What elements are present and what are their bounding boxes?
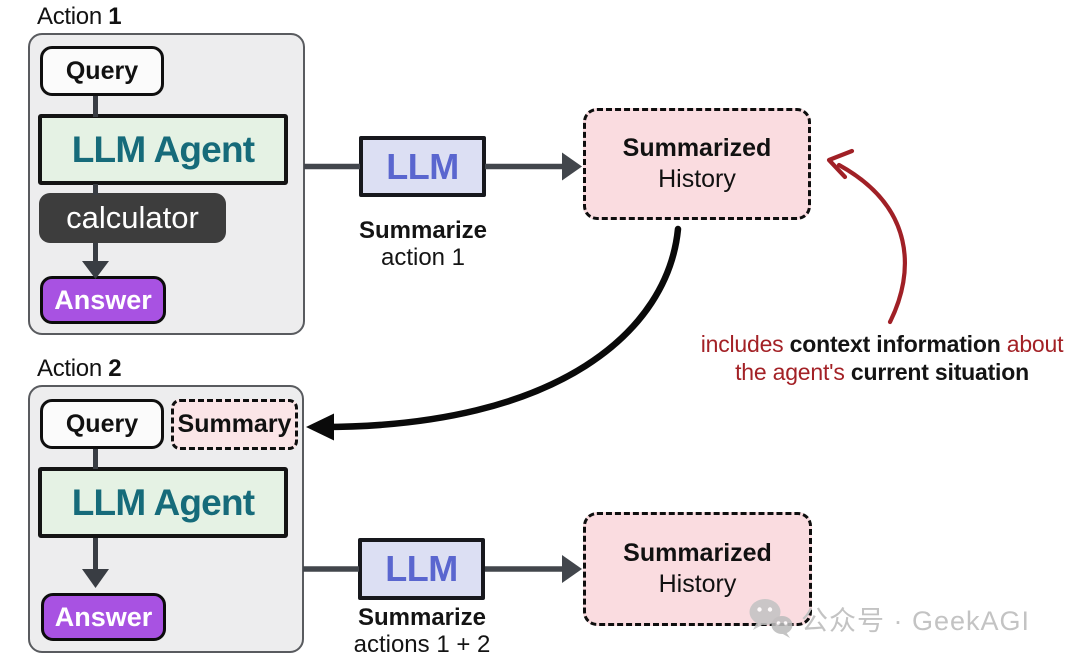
annotation-curve-arrow [836, 162, 907, 325]
summarized-history1-box: Summarized History [583, 108, 811, 220]
action2-title-number: 2 [108, 355, 122, 382]
annotation-seg2: context information [789, 331, 1001, 357]
history1-to-summary-arrowhead [306, 413, 334, 441]
watermark: 公众号 · GeekAGI [747, 597, 1030, 639]
summarized-history2-line2: History [658, 570, 737, 598]
action2-query-label: Query [65, 409, 139, 438]
action2-answer-label: Answer [54, 601, 153, 632]
summarized-history1-line2: History [658, 165, 736, 193]
action2-title-prefix: Action [37, 355, 102, 382]
action1-calculator-box: calculator [39, 193, 226, 243]
llm1-to-history1-arrowhead [562, 152, 582, 181]
action1-answer-box: Answer [40, 276, 166, 324]
annotation-seg3: about [1000, 331, 1064, 357]
action2-summary-label: Summary [177, 410, 292, 438]
action1-llm-agent-box: LLM Agent [38, 114, 288, 185]
action1-title-prefix: Action [37, 3, 102, 30]
annotation-seg5: current situation [850, 358, 1029, 385]
llm2-to-history2-arrowhead [562, 555, 582, 583]
summarize2-caption-line1: Summarize [357, 604, 487, 631]
action1-title-number: 1 [108, 3, 122, 30]
annotation-text: includes context information about the a… [698, 331, 1066, 386]
action2-query-box: Query [40, 399, 164, 449]
action1-query-box: Query [40, 46, 164, 96]
action1-answer-label: Answer [54, 284, 152, 315]
summarize2-caption: Summarize actions 1 + 2 [322, 604, 522, 658]
summarize1-caption-line2: action 1 [380, 244, 466, 271]
action1-tool-label: calculator [66, 200, 199, 235]
summarize2-llm-label: LLM [385, 548, 458, 589]
summarize1-caption: Summarize action 1 [323, 217, 523, 271]
summarize2-caption-line2: actions 1 + 2 [353, 631, 491, 658]
action2-llm-agent-label: LLM Agent [71, 481, 255, 523]
action1-title: Action 1 [37, 3, 122, 31]
wechat-icon [749, 599, 793, 638]
summarize2-llm-box: LLM [358, 538, 485, 600]
action2-llm-agent-box: LLM Agent [38, 467, 288, 538]
summarized-history2-line1: Summarized [623, 539, 772, 567]
action2-summary-box: Summary [171, 399, 298, 450]
summarized-history1-line1: Summarized [622, 134, 772, 162]
action2-answer-box: Answer [41, 593, 166, 641]
summarize1-llm-box: LLM [359, 136, 486, 197]
summarize1-llm-label: LLM [386, 145, 459, 187]
summarize1-caption-line1: Summarize [358, 217, 488, 244]
action2-title: Action 2 [37, 355, 122, 383]
annotation-seg1: includes [700, 331, 790, 357]
watermark-text: 公众号 · GeekAGI [801, 605, 1031, 636]
action1-query-label: Query [65, 56, 139, 85]
annotation-arrowhead [826, 148, 855, 180]
action1-llm-agent-label: LLM Agent [71, 128, 255, 170]
annotation-seg4: the agent's [735, 358, 851, 385]
